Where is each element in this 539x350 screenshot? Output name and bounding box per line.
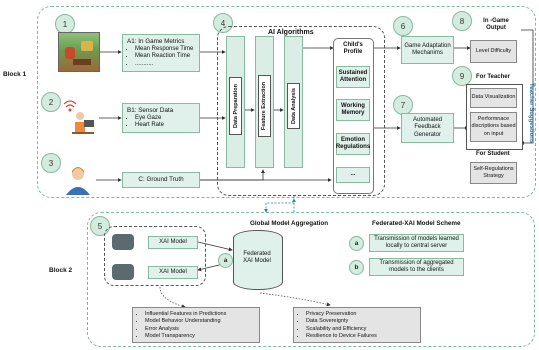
step-circle-6: 6 [393,16,413,36]
explainability-benefits-box: Influential Features in Predictions Mode… [132,307,260,343]
benefit-item: Data Sovereignty [306,318,416,325]
step-circle-2: 2 [41,92,61,112]
benefit-item: Influential Features in Predictions [145,311,255,318]
data-preparation-label: Data Preparation [229,77,242,135]
self-regulation-box: Self-Regulations Strategy [470,162,517,184]
for-student-title: For Student [476,151,510,157]
child-sensor-image [58,98,98,140]
data-visualization-box: Data Visualization [470,88,517,108]
sensor-item: Heart Rate [135,122,195,130]
xai-model-2: XAI Model [148,266,198,279]
for-teacher-title: For Teacher [476,74,510,80]
game-scene-image [58,32,100,72]
data-analysis-label: Data Analysis [287,83,300,129]
feature-extraction-label: Feature Extraction [258,75,271,137]
sensor-data-box: B1: Sensor Data Eye Gaze Heart Rate [122,103,200,133]
game-adaptation-box: Game Adaptation Mechanims [401,36,454,64]
person-avatar-icon [66,167,90,195]
scheme-marker-b: b [349,260,364,275]
level-difficulty-box: Level Difficulty [470,40,517,63]
federated-model-label: Federated XAI Model [243,251,271,265]
sensor-item: Eye Gaze [135,115,195,123]
scheme-b-box: Transmission of aggregated models to the… [369,258,464,276]
marker-a-center: a [218,253,233,268]
ground-truth-box: C: Ground Truth [122,172,200,188]
metric-item: ........... [135,61,195,69]
global-model-aggregation-title: Global Model Aggregation [250,220,329,227]
profile-working-memory: Working Memory [336,99,370,121]
benefit-item: Model Transparency [145,333,255,340]
child-profile-title: Child's Profile [343,42,363,56]
step-circle-7: 7 [393,95,413,115]
benefit-item: Error Analysis [145,326,255,333]
block1-region [37,6,536,198]
scheme-marker-a: a [349,236,364,251]
benefit-item: Resilience to Device Failures [306,333,416,340]
step-circle-8: 8 [452,11,472,31]
client-device-1-icon [112,234,134,250]
benefit-item: Model Behavior Understanding [145,318,255,325]
block1-label: Block 1 [3,71,27,78]
step-circle-1: 1 [55,14,75,34]
in-game-metrics-box: A1: In Game Metrics Mean Response Time M… [122,34,200,72]
metric-item: Mean Response Time [135,46,195,54]
sensor-data-title: B1: Sensor Data [127,107,174,114]
metric-item: Mean Reaction Time [135,53,195,61]
scheme-a-box: Transmission of models learned locally t… [369,234,464,252]
block2-region [87,212,535,347]
benefit-item: Scalability and Efficiency [306,326,416,333]
in-game-output-title: In -Game Output [483,18,509,31]
benefit-item: Privacy Preservation [306,311,416,318]
ai-algorithms-region [217,26,385,196]
performance-description-box: Performnace discriptions based on input [470,112,517,142]
federated-scheme-title: Federated-XAI Model Scheme [372,220,461,227]
ground-truth-label: C: Ground Truth [138,176,184,184]
in-game-metrics-title: A1: In Game Metrics [127,38,185,45]
profile-more: ... [336,167,370,183]
local-models-region [104,226,206,286]
profile-emotion-regulations: Emotion Regulations [336,133,370,155]
step-circle-3: 3 [41,153,61,173]
xai-model-1: XAI Model [148,236,198,249]
feedback-generator-box: Automated Feedback Generator [401,113,454,143]
ai-algorithms-title: AI Algorithms [268,29,314,36]
client-device-2-icon [112,264,134,280]
profile-sustained-attention: Sustained Attention [336,66,370,88]
teacher-person-image [62,165,94,195]
federated-model-cylinder [233,230,283,290]
federated-benefits-box: Privacy Preservation Data Sovereignty Sc… [293,307,421,343]
step-circle-9: 9 [452,66,472,86]
child-with-sensor-icon [63,100,94,134]
block2-label: Block 2 [49,267,73,274]
